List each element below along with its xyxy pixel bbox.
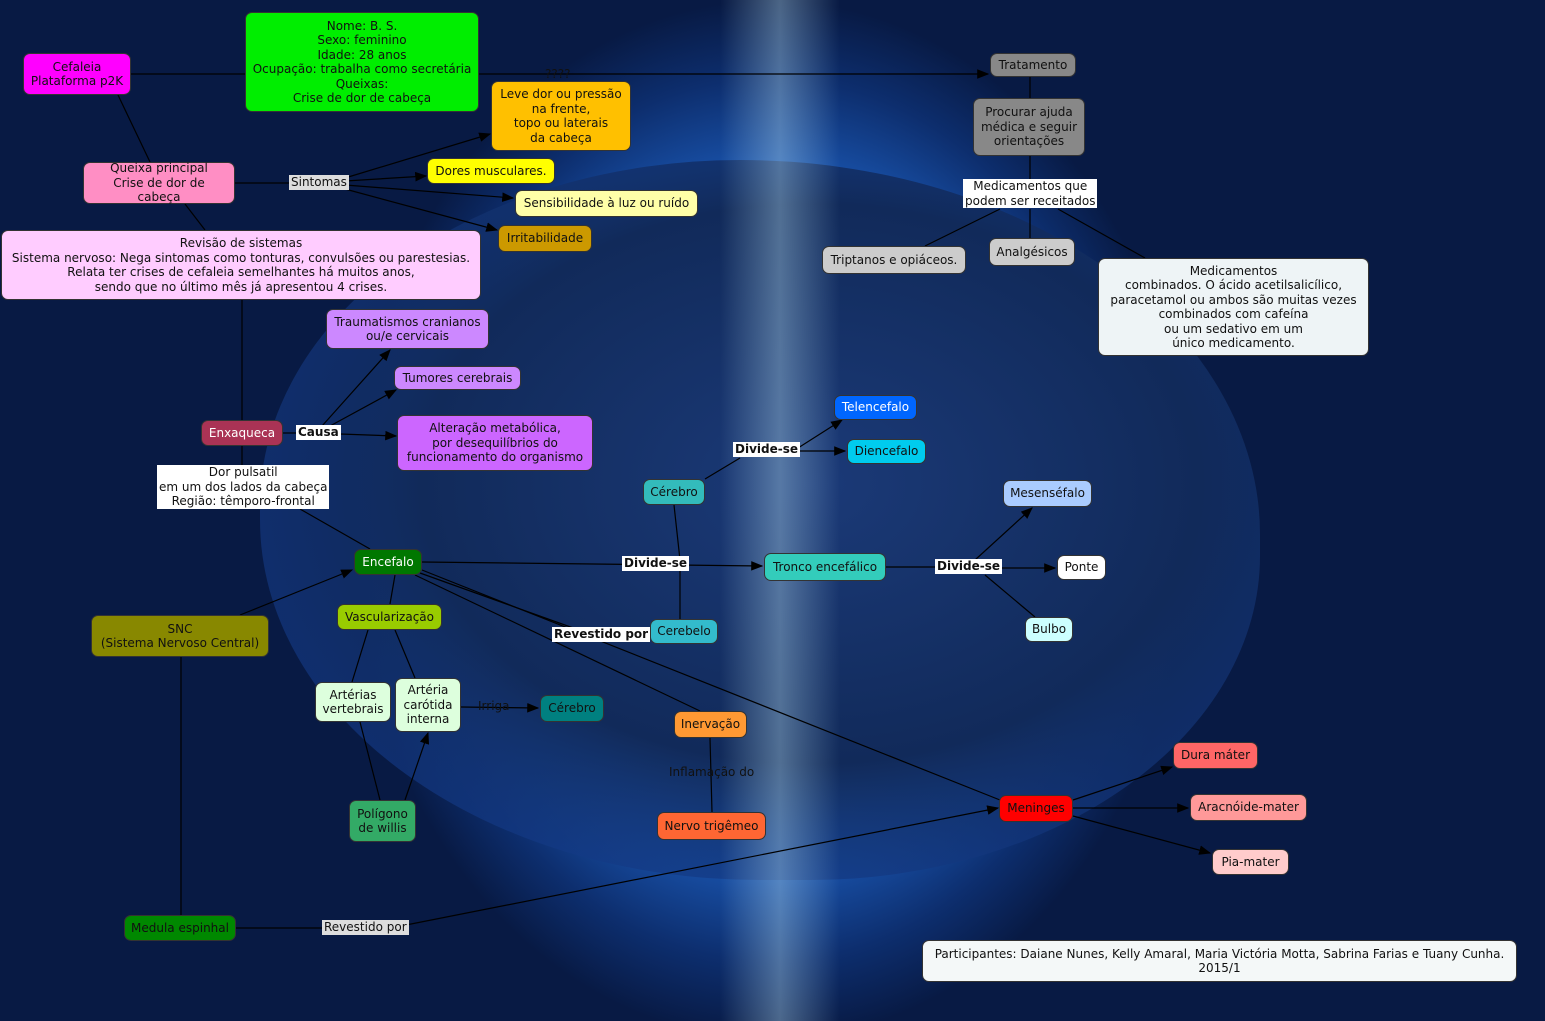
node-tratamento[interactable]: Tratamento	[990, 53, 1076, 77]
node-dura-mater[interactable]: Dura máter	[1173, 742, 1258, 769]
node-dores-musculares[interactable]: Dores musculares.	[427, 158, 555, 184]
node-arteria-carotida[interactable]: Artéria carótida interna	[395, 678, 461, 732]
node-queixa-principal[interactable]: Queixa principal Crise de dor de cabeça	[83, 161, 235, 204]
node-medula-espinhal[interactable]: Medula espinhal	[124, 915, 236, 941]
node-ponte[interactable]: Ponte	[1057, 555, 1106, 580]
node-inervacao[interactable]: Inervação	[674, 711, 747, 738]
node-alteracao-metabolica[interactable]: Alteração metabólica, por desequilíbrios…	[397, 415, 593, 471]
node-cefaleia[interactable]: Cefaleia Plataforma p2K	[23, 53, 131, 95]
node-encefalo[interactable]: Encefalo	[354, 549, 422, 575]
node-leve-dor[interactable]: Leve dor ou pressão na frente, topo ou l…	[491, 81, 631, 151]
node-analgesicos[interactable]: Analgésicos	[989, 238, 1075, 266]
link-label-irriga: Irriga	[478, 699, 510, 713]
node-cerebro[interactable]: Cérebro	[643, 479, 705, 505]
node-revisao-sistemas[interactable]: Revisão de sistemas Sistema nervoso: Neg…	[1, 230, 481, 300]
node-diencefalo[interactable]: Diencefalo	[847, 439, 926, 464]
node-telencefalo[interactable]: Telencefalo	[834, 395, 917, 420]
node-patient-info[interactable]: Nome: B. S. Sexo: feminino Idade: 28 ano…	[245, 12, 479, 112]
node-aracnoide-mater[interactable]: Aracnóide-mater	[1190, 794, 1307, 821]
node-meninges[interactable]: Meninges	[999, 795, 1073, 822]
link-label-inflamacao: Inflamação do	[669, 765, 755, 779]
link-label-revestido-encefalo: Revestido por	[552, 627, 651, 642]
node-traumatismos[interactable]: Traumatismos cranianos ou/e cervicais	[326, 309, 489, 349]
link-label-causa: Causa	[296, 425, 341, 440]
node-nervo-trigemeo[interactable]: Nervo trigêmeo	[657, 812, 766, 840]
link-label-question: ????	[545, 67, 571, 81]
node-procurar-ajuda[interactable]: Procurar ajuda médica e seguir orientaçõ…	[973, 98, 1085, 156]
link-label-medicamentos: Medicamentos que podem ser receitados	[963, 179, 1098, 208]
node-tronco-encefalico[interactable]: Tronco encefálico	[764, 553, 886, 581]
link-label-dor-pulsatil: Dor pulsatil em um dos lados da cabeça R…	[157, 465, 330, 509]
participants-note: Participantes: Daiane Nunes, Kelly Amara…	[922, 940, 1517, 982]
link-label-sintomas: Sintomas	[289, 175, 349, 190]
node-sensibilidade[interactable]: Sensibilidade à luz ou ruído	[515, 190, 698, 217]
node-enxaqueca[interactable]: Enxaqueca	[201, 420, 283, 446]
node-bulbo[interactable]: Bulbo	[1025, 617, 1073, 642]
node-poligono-willis[interactable]: Polígono de willis	[349, 800, 416, 842]
node-pia-mater[interactable]: Pia-mater	[1212, 849, 1289, 875]
node-irritabilidade[interactable]: Irritabilidade	[498, 225, 592, 252]
node-snc[interactable]: SNC (Sistema Nervoso Central)	[91, 615, 269, 657]
node-mesencefalo[interactable]: Mesenséfalo	[1003, 480, 1092, 507]
node-arterias-vertebrais[interactable]: Artérias vertebrais	[315, 682, 391, 722]
node-triptanos[interactable]: Triptanos e opiáceos.	[822, 246, 966, 274]
node-cerebelo[interactable]: Cerebelo	[650, 619, 718, 644]
node-vascularizacao[interactable]: Vascularização	[337, 604, 442, 630]
node-medicamentos-combinados[interactable]: Medicamentos combinados. O ácido acetils…	[1098, 258, 1369, 356]
link-label-revestido-medula: Revestido por	[322, 920, 409, 935]
node-tumores[interactable]: Tumores cerebrais	[394, 366, 521, 390]
node-cerebro-irrigado[interactable]: Cérebro	[540, 695, 604, 722]
link-label-divide-tronco: Divide-se	[935, 559, 1002, 574]
link-label-divide-cerebro: Divide-se	[733, 442, 800, 457]
link-label-divide-encefalo: Divide-se	[622, 556, 689, 571]
